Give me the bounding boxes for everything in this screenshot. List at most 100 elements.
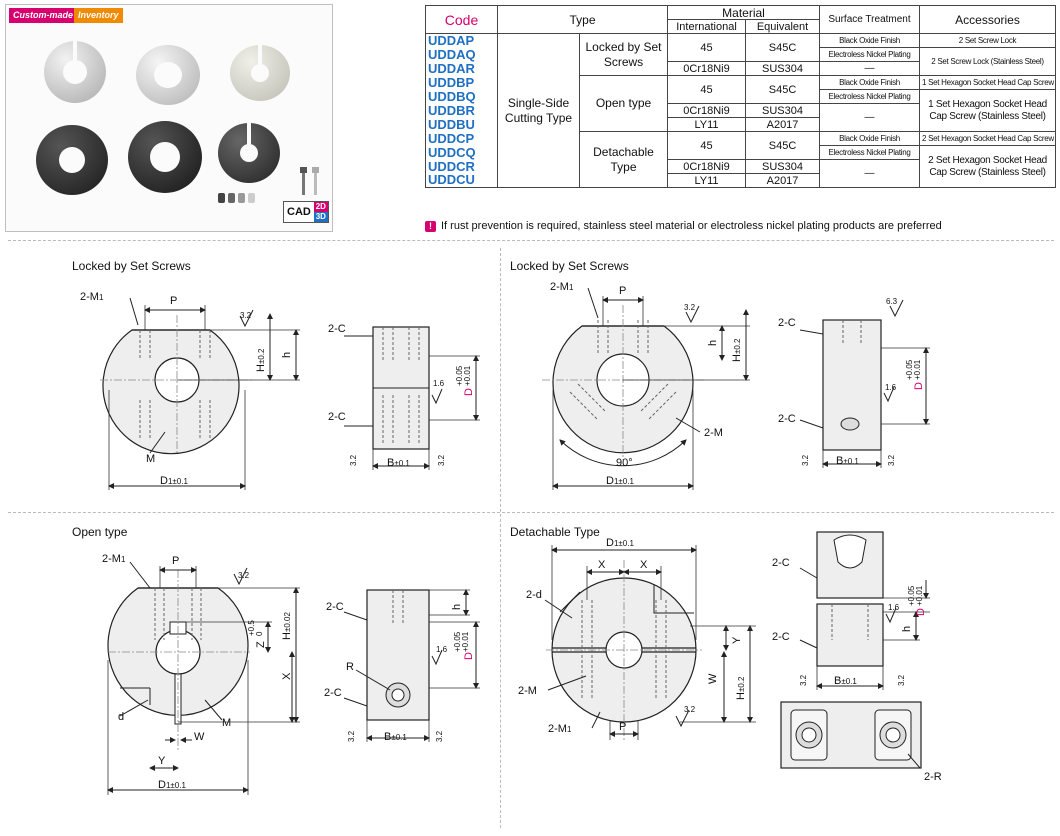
- label-D1: D1±0.1: [606, 537, 634, 549]
- label-p: P: [172, 555, 179, 567]
- code-cell[interactable]: UDDBQ: [425, 89, 498, 104]
- label-tol-minus: +0.01: [915, 585, 924, 606]
- header-type: Type: [496, 5, 669, 34]
- label-roughness: 3.2: [240, 311, 252, 320]
- note-text: If rust prevention is required, stainles…: [441, 220, 942, 232]
- cad-3d-label: 3D: [313, 212, 328, 222]
- label-p: P: [619, 285, 626, 297]
- label-2d: 2-d: [526, 589, 542, 601]
- label-H: H±0.02: [281, 612, 293, 640]
- cap-screw-icons: [300, 167, 319, 195]
- label-z-tol-minus: 0: [255, 631, 264, 636]
- label-X: X: [640, 559, 648, 571]
- header-international: International: [667, 19, 747, 34]
- divider: [8, 512, 1054, 513]
- label-Y: Y: [731, 636, 743, 644]
- label-roughness: 1.6: [433, 379, 445, 388]
- drawing-locked-90-side: [799, 299, 930, 468]
- drawing-locked-90-front: [542, 287, 750, 490]
- drawing-detachable-front: [544, 545, 756, 740]
- label-roughness: 1.6: [888, 603, 900, 612]
- cad-badge[interactable]: CAD 2D 3D: [283, 201, 329, 223]
- mat-cell: LY11: [667, 173, 747, 188]
- accessory-cell: 2 Set Screw Lock (Stainless Steel): [919, 47, 1057, 76]
- label-roughness: 3.2: [887, 454, 896, 466]
- code-cell[interactable]: UDDCQ: [425, 145, 498, 160]
- section-title-locked-2: Locked by Set Screws: [510, 259, 629, 273]
- mat-cell: 45: [667, 75, 747, 104]
- label-roughness: 3.2: [238, 571, 250, 580]
- product-photo-panel: Custom-made Inventory CAD 2D 3D: [5, 4, 333, 232]
- code-cell[interactable]: UDDAQ: [425, 47, 498, 62]
- product-photo-black-1: [36, 125, 108, 195]
- label-H: H±0.2: [731, 338, 743, 362]
- label-tol-plus: +0.05: [455, 365, 464, 386]
- label-D: D: [463, 388, 475, 396]
- label-W: W: [707, 673, 719, 684]
- code-cell[interactable]: UDDAR: [425, 61, 498, 76]
- section-title-open: Open type: [72, 525, 128, 539]
- label-B: B±0.1: [834, 675, 857, 687]
- screw-icons: [218, 193, 255, 203]
- cad-2d-label: 2D: [313, 202, 328, 212]
- label-X: X: [598, 559, 606, 571]
- drawing-open-front: [107, 561, 300, 795]
- code-cell[interactable]: UDDCU: [425, 173, 498, 188]
- label-z-tol-plus: +0.5: [247, 620, 256, 636]
- header-accessories: Accessories: [919, 5, 1057, 34]
- label-roughness: 3.2: [684, 705, 696, 714]
- label-D: D: [463, 652, 475, 660]
- divider: [500, 248, 501, 828]
- label-roughness: 3.2: [435, 730, 444, 742]
- spec-table: Code Type Material Surface Treatment Acc…: [425, 5, 1057, 188]
- rust-note: ! If rust prevention is required, stainl…: [425, 220, 942, 232]
- label-tol-minus: +0.01: [461, 631, 470, 652]
- label-D1: D1±0.1: [160, 475, 188, 487]
- label-2m1: 2-M1: [548, 723, 572, 735]
- label-2m: 2-M: [518, 685, 537, 697]
- label-90deg: 90°: [616, 457, 633, 469]
- subtype-c-cell: Detachable Type: [578, 131, 669, 188]
- label-tol-minus: +0.01: [913, 359, 922, 380]
- divider: [8, 240, 1054, 241]
- code-cell[interactable]: UDDAP: [425, 33, 498, 48]
- label-D: D: [915, 608, 927, 616]
- label-2c-bottom: 2-C: [324, 687, 342, 699]
- label-tol-plus: +0.05: [905, 359, 914, 380]
- label-M: M: [146, 453, 155, 465]
- code-cell[interactable]: UDDBR: [425, 103, 498, 118]
- drawing-detachable-side: [799, 531, 930, 690]
- label-h: h: [901, 626, 913, 632]
- label-p: P: [170, 295, 177, 307]
- label-X: X: [281, 672, 293, 680]
- drawing-locked-front: [100, 297, 300, 490]
- label-B: B±0.1: [836, 455, 859, 467]
- custom-made-tag: Custom-made: [9, 8, 78, 23]
- product-photo-black-3: [218, 123, 280, 183]
- label-Z: Z: [255, 641, 267, 648]
- product-photo-silver-2: [136, 45, 200, 105]
- accessory-cell: 1 Set Hexagon Socket Head Cap Screw (Sta…: [919, 89, 1057, 132]
- label-roughness: 1.6: [436, 645, 448, 654]
- drawing-locked-side: [344, 326, 480, 470]
- label-2c-bottom: 2-C: [328, 411, 346, 423]
- label-2m1: 2-M1: [102, 553, 126, 565]
- label-2c-top: 2-C: [772, 557, 790, 569]
- label-tol-plus: +0.05: [453, 631, 462, 652]
- code-cell[interactable]: UDDCR: [425, 159, 498, 174]
- code-cell[interactable]: UDDCP: [425, 131, 498, 146]
- label-roughness: 3.2: [801, 454, 810, 466]
- label-roughness: 1.6: [885, 383, 897, 392]
- label-D1: D1±0.1: [606, 475, 634, 487]
- label-roughness: 6.3: [886, 297, 898, 306]
- label-h: h: [451, 604, 463, 610]
- label-2c-top: 2-C: [778, 317, 796, 329]
- label-tol-minus: +0.01: [463, 365, 472, 386]
- code-cell[interactable]: UDDBU: [425, 117, 498, 132]
- product-photo-black-2: [128, 121, 202, 193]
- label-B: B±0.1: [384, 731, 407, 743]
- code-cell[interactable]: UDDBP: [425, 75, 498, 90]
- cad-label: CAD: [287, 206, 311, 218]
- label-2r: 2-R: [924, 771, 942, 783]
- label-p: P: [619, 721, 626, 733]
